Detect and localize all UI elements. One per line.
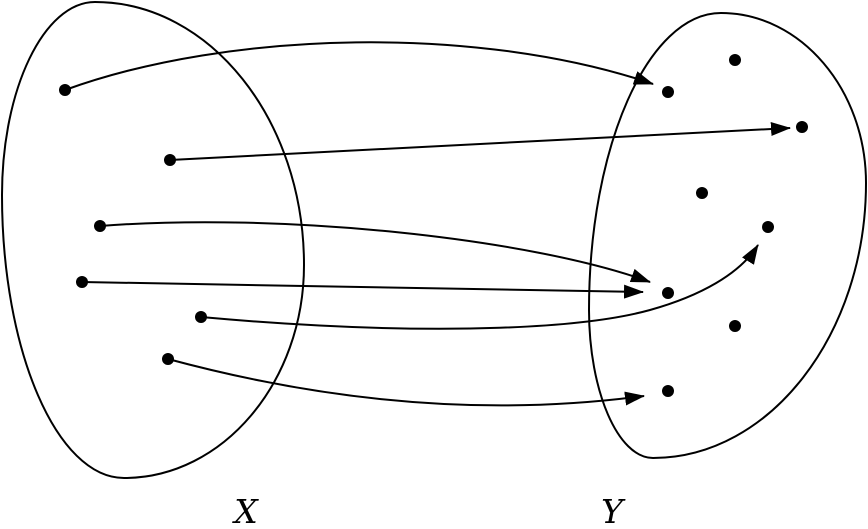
mapping-arrows <box>64 41 791 407</box>
mapping-arrow-x1-y2 <box>64 41 654 91</box>
domain-element-dot-4 <box>76 276 88 288</box>
set-codomain-outline <box>587 11 868 460</box>
set-outlines <box>0 0 868 480</box>
codomain-element-dot-2 <box>662 86 674 98</box>
domain-element-dot-1 <box>59 84 71 96</box>
codomain-element-dot-8 <box>662 385 674 397</box>
codomain-element-dot-6 <box>662 287 674 299</box>
mapping-arrow-x4-y6 <box>81 281 644 299</box>
mapping-arrow-x5-y5 <box>200 244 759 330</box>
mapping-arrow-x6-y8 <box>167 358 645 407</box>
set-domain-outline <box>0 0 306 480</box>
set-domain-label: X <box>231 492 259 529</box>
codomain-element-dot-4 <box>696 187 708 199</box>
domain-element-dot-6 <box>162 353 174 365</box>
set-codomain-label: Y <box>601 492 626 529</box>
codomain-element-dot-7 <box>729 320 741 332</box>
domain-element-dot-2 <box>164 154 176 166</box>
domain-element-dot-5 <box>195 311 207 323</box>
domain-element-dot-3 <box>94 220 106 232</box>
mapping-arrow-x2-y3 <box>169 121 791 161</box>
codomain-element-dot-1 <box>729 54 741 66</box>
codomain-element-dot-3 <box>796 121 808 133</box>
mapping-arrow-x3-y6 <box>99 221 651 283</box>
element-dots <box>59 54 808 397</box>
codomain-element-dot-5 <box>762 221 774 233</box>
